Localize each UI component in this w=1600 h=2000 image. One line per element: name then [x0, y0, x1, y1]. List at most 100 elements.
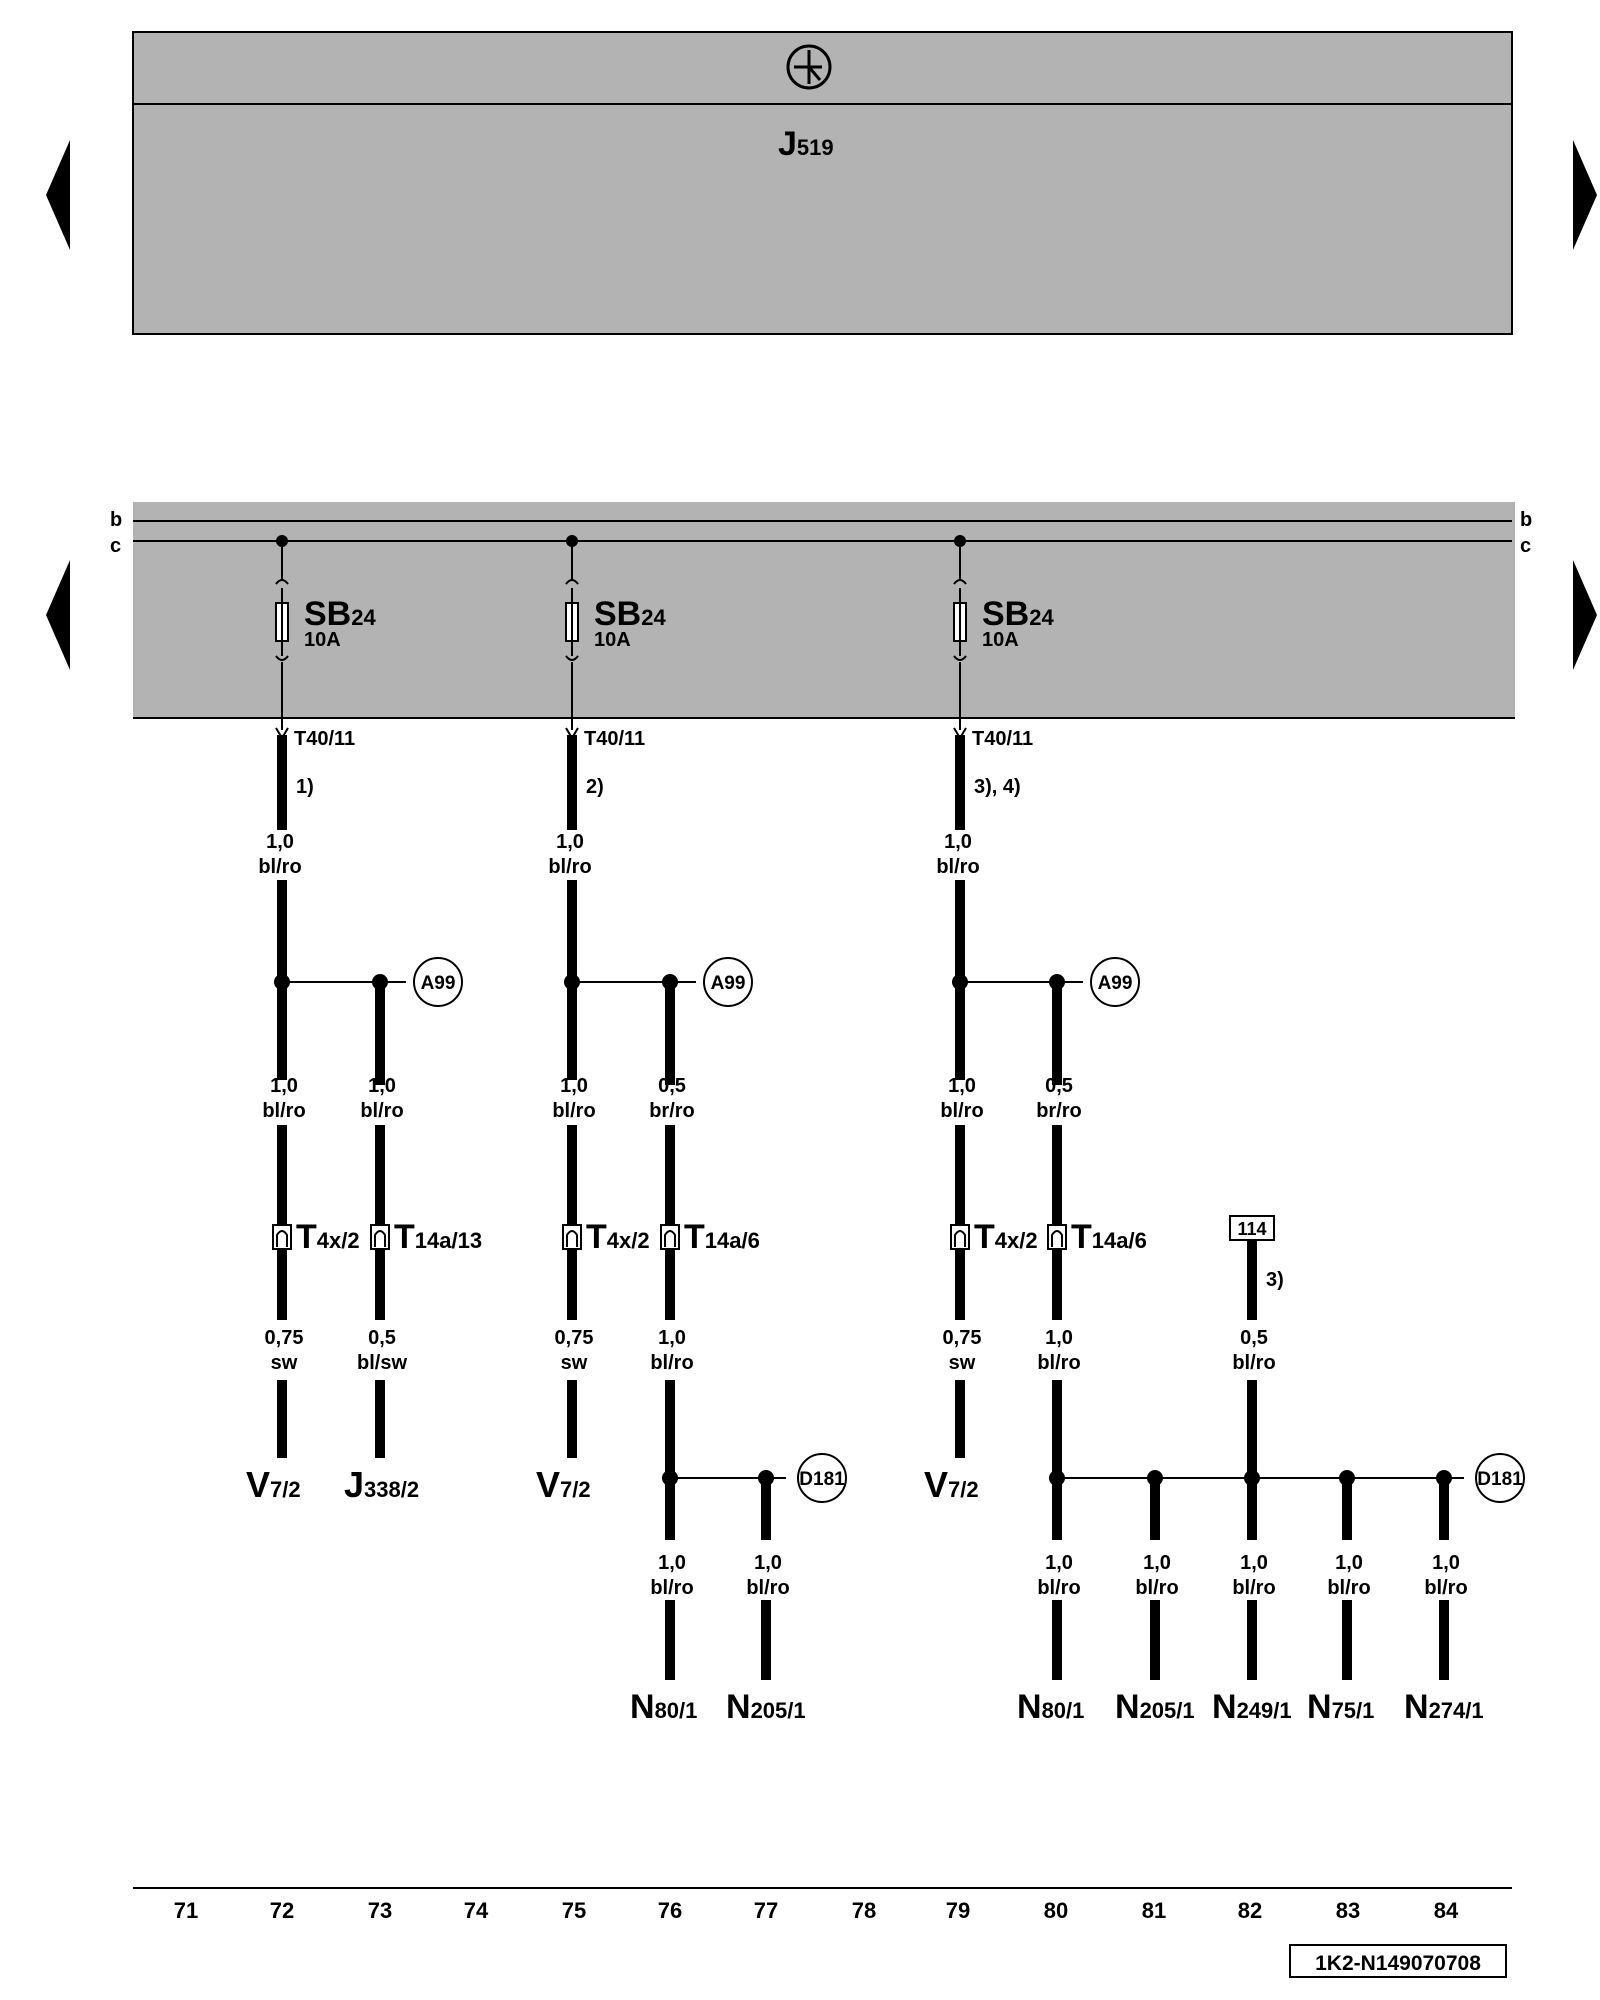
module-label: J519 [778, 125, 834, 163]
ground-symbol-icon [786, 44, 832, 90]
right-arrow-icon[interactable] [1573, 560, 1597, 670]
right-lower-spec-size: 1,0 [1045, 1327, 1073, 1349]
left-arrow-icon[interactable] [46, 560, 70, 670]
fuse-1-cap-bottom [275, 655, 289, 661]
output-component-main: N [630, 1688, 655, 1726]
output-spec-color: bl/ro [1135, 1577, 1178, 1599]
scale-number: 83 [1336, 1898, 1360, 1923]
output-component: N205/1 [726, 1688, 806, 1726]
ref-footnote: 3) [1266, 1269, 1284, 1291]
output-spec-size: 1,0 [1432, 1552, 1460, 1574]
left-lower-spec-color: sw [949, 1352, 976, 1374]
output-spec-size: 1,0 [1335, 1552, 1363, 1574]
connector-left-sub: 4x/2 [607, 1228, 650, 1253]
left-upper-spec-size: 1,0 [270, 1075, 298, 1097]
connector-pin-icon [660, 1224, 680, 1250]
output-spec-size: 1,0 [1045, 1552, 1073, 1574]
left-upper-spec-color: bl/ro [940, 1100, 983, 1122]
output-component-sub: 205/1 [751, 1698, 806, 1723]
connector-right-sub: 14a/6 [705, 1228, 760, 1253]
output-component-main: N [1212, 1688, 1237, 1726]
fuse-panel-body [133, 502, 1515, 718]
connector-right: T14a/13 [394, 1218, 482, 1256]
left-end-component: V7/2 [246, 1464, 301, 1505]
left-end-component-main: V [536, 1464, 560, 1505]
output-component: N249/1 [1212, 1688, 1292, 1726]
right-upper-spec-color: br/ro [1036, 1100, 1082, 1122]
scale-number: 71 [174, 1898, 198, 1923]
connector-pin-icon [950, 1224, 970, 1250]
right-lower-spec-size: 1,0 [658, 1327, 686, 1349]
output-spec-color: bl/ro [1327, 1577, 1370, 1599]
doc-id: 1K2-N149070708 [1315, 1952, 1481, 1975]
output-component-sub: 205/1 [1140, 1698, 1195, 1723]
output-component-main: N [726, 1688, 751, 1726]
output-component-main: N [1404, 1688, 1429, 1726]
connector-right: T14a/6 [1071, 1218, 1147, 1256]
circuits: SB2410AT40/111)1,0bl/roA991,0bl/ro1,0bl/… [246, 535, 1525, 1726]
doc-id-box: 1K2-N149070708 [1289, 1944, 1507, 1978]
fuse-3-cap-top [953, 579, 967, 585]
output-component-sub: 80/1 [1042, 1698, 1085, 1723]
splice-a99-circle [1090, 957, 1140, 1007]
connector-left: T4x/2 [974, 1218, 1038, 1256]
connector-pin-icon [272, 1224, 292, 1250]
right-lower-spec-color: bl/sw [357, 1352, 407, 1374]
output-component-sub: 75/1 [1332, 1698, 1375, 1723]
right-upper-spec-size: 0,5 [1045, 1075, 1073, 1097]
output-spec-color: bl/ro [650, 1577, 693, 1599]
output-component-sub: 274/1 [1429, 1698, 1484, 1723]
right-arrow-icon[interactable] [1573, 140, 1597, 250]
bus-c-label-left: c [110, 535, 121, 557]
scale-number: 78 [852, 1898, 876, 1923]
main-wire-spec-color: bl/ro [548, 856, 591, 878]
fuse-2-label: SB24 [594, 595, 666, 633]
left-upper-spec-color: bl/ro [552, 1100, 595, 1122]
connector-left-main: T [586, 1218, 607, 1256]
output-component: N205/1 [1115, 1688, 1195, 1726]
connector-right-main: T [684, 1218, 705, 1256]
right-end-component-main: J [344, 1464, 364, 1505]
fuse-2-rating: 10A [594, 629, 631, 651]
connector-right-main: T [1071, 1218, 1092, 1256]
fuse-3-rating: 10A [982, 629, 1019, 651]
output-component: N75/1 [1307, 1688, 1374, 1726]
output-component-main: N [1115, 1688, 1140, 1726]
fuse-1-label-main: SB [304, 595, 351, 633]
terminal-label: T40/11 [584, 728, 645, 750]
scale-number: 76 [658, 1898, 682, 1923]
output-spec-size: 1,0 [658, 1552, 686, 1574]
fuse-1-rating: 10A [304, 629, 341, 651]
right-upper-spec-size: 1,0 [368, 1075, 396, 1097]
fuse-3-label: SB24 [982, 595, 1054, 633]
output-spec-color: bl/ro [1232, 1577, 1275, 1599]
splice-d181-label: D181 [799, 1469, 845, 1490]
fuse-1-label-sub: 24 [351, 605, 376, 630]
output-spec-color: bl/ro [1424, 1577, 1467, 1599]
right-lower-spec-size: 0,5 [368, 1327, 396, 1349]
left-upper-spec-color: bl/ro [262, 1100, 305, 1122]
bus-b-label-right: b [1520, 509, 1532, 531]
scale-number: 72 [270, 1898, 294, 1923]
output-spec-color: bl/ro [746, 1577, 789, 1599]
output-component: N274/1 [1404, 1688, 1484, 1726]
right-upper-spec-color: br/ro [649, 1100, 695, 1122]
output-spec-size: 1,0 [754, 1552, 782, 1574]
output-component: N80/1 [630, 1688, 697, 1726]
left-lower-spec-size: 0,75 [943, 1327, 982, 1349]
ref-wire-spec-size: 0,5 [1240, 1327, 1268, 1349]
output-component: N80/1 [1017, 1688, 1084, 1726]
left-arrow-icon[interactable] [46, 140, 70, 250]
output-spec-size: 1,0 [1143, 1552, 1171, 1574]
scale-number: 79 [946, 1898, 970, 1923]
main-wire-spec-size: 1,0 [944, 831, 972, 853]
ref-box [1229, 1215, 1275, 1241]
left-end-component-main: V [246, 1464, 270, 1505]
fuse-2-label-main: SB [594, 595, 641, 633]
left-end-component: V7/2 [924, 1464, 979, 1505]
splice-d181-circle [1475, 1453, 1525, 1503]
terminal-label: T40/11 [972, 728, 1033, 750]
fuse-3-cap-bottom [953, 655, 967, 661]
